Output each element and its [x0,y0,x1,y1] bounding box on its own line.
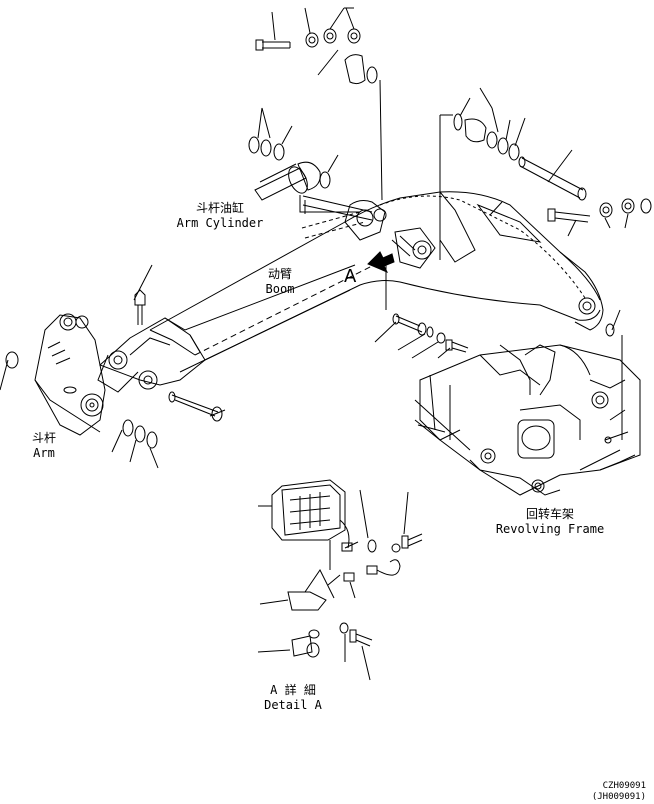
detail-a-label-en: Detail A [264,698,322,712]
arm-tip-washers [0,264,226,469]
detail-a-label-cn: A 詳 細 [270,683,316,697]
arm-cylinder-label-en: Arm Cylinder [176,216,264,230]
view-marker-a: A [344,266,357,287]
left-washers [248,107,360,213]
arm-label-cn: 斗杆 [31,431,56,445]
arm-cylinder-label: 斗杆油缸 Arm Cylinder [170,201,270,231]
drawing-code-primary: CZH09091 [602,781,646,791]
detail-a-label: A 詳 細 Detail A [256,683,330,713]
revolving-frame-label-cn: 回转车架 [525,507,574,521]
arm-label: 斗杆 Arm [24,431,64,461]
boom-label-en: Boom [265,282,295,296]
view-arrow-a [367,235,416,273]
revolving-frame-label-en: Revolving Frame [495,522,605,536]
drawing-code: CZH09091 (JH009091) [566,781,646,803]
drawing-code-secondary: (JH009091) [591,792,646,802]
revolving-frame [414,344,641,496]
arm-cylinder [254,161,373,239]
boom-label-cn: 动臂 [267,267,292,281]
boom-pin-hardware [374,262,623,440]
boom-label: 动臂 Boom [258,267,302,297]
right-hardware [439,87,652,260]
top-hardware [255,7,383,201]
detail-a-parts [257,479,423,681]
arm-label-en: Arm [33,446,55,460]
arm-cylinder-label-cn: 斗杆油缸 [195,201,244,215]
arm-assembly [34,264,356,436]
revolving-frame-label: 回转车架 Revolving Frame [490,507,610,537]
